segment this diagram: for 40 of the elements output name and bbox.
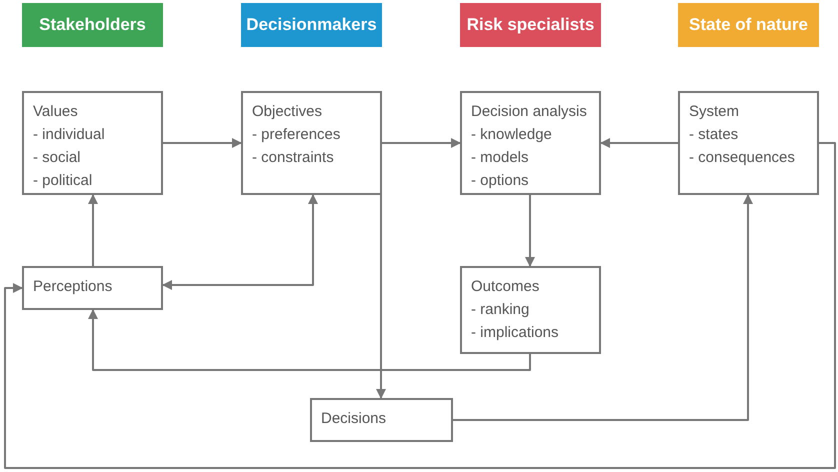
- arrow: [525, 195, 535, 267]
- list-item: - preferences: [252, 125, 342, 145]
- list-item: - constraints: [252, 148, 335, 168]
- box-title: Values: [33, 102, 79, 122]
- process-box: [310, 398, 453, 442]
- arrow: [162, 194, 318, 290]
- list-item: - social: [33, 148, 82, 168]
- process-box: [22, 266, 163, 310]
- role-label: Risk specialists: [460, 3, 601, 47]
- role-label: Decisionmakers: [241, 3, 382, 47]
- arrow: [163, 138, 242, 148]
- arrow: [453, 194, 753, 421]
- box-title: Perceptions: [33, 277, 114, 297]
- box-title: Outcomes: [471, 277, 540, 297]
- process-box: [22, 91, 163, 195]
- box-title: Decision analysis: [471, 102, 588, 122]
- arrow: [4, 142, 836, 469]
- process-box: [241, 91, 382, 195]
- list-item: - consequences: [689, 148, 796, 168]
- list-item: - options: [471, 171, 530, 191]
- arrow: [376, 195, 386, 399]
- process-box: [460, 266, 601, 354]
- list-item: - knowledge: [471, 125, 553, 145]
- list-item: - political: [33, 171, 94, 191]
- arrow: [88, 194, 98, 266]
- arrow: [600, 138, 678, 148]
- list-item: - ranking: [471, 300, 530, 320]
- box-title: System: [689, 102, 740, 122]
- role-label: State of nature: [678, 3, 819, 47]
- arrow: [382, 138, 461, 148]
- list-item: - implications: [471, 323, 560, 343]
- process-box: [460, 91, 601, 195]
- role-label: Stakeholders: [22, 3, 163, 47]
- box-title: Decisions: [321, 409, 388, 429]
- list-item: - states: [689, 125, 740, 145]
- arrow: [88, 309, 531, 371]
- process-box: [678, 91, 819, 195]
- list-item: - models: [471, 148, 530, 168]
- box-title: Objectives: [252, 102, 324, 122]
- list-item: - individual: [33, 125, 106, 145]
